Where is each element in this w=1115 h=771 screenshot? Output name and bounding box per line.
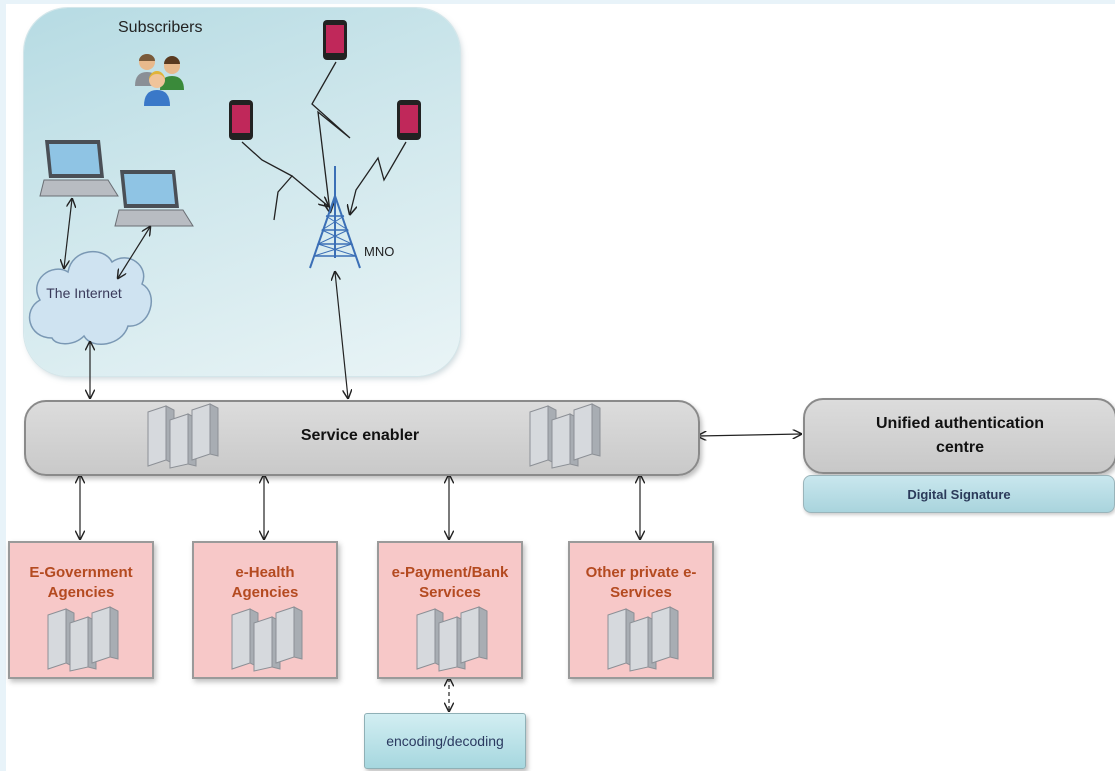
frame-left-edge xyxy=(0,0,6,771)
server-icon xyxy=(147,403,219,469)
frame-top-edge xyxy=(0,0,1115,4)
unified-authentication-centre: Unified authentication centre xyxy=(803,398,1115,474)
server-icon xyxy=(47,606,119,672)
radio-link xyxy=(241,141,294,221)
server-icon xyxy=(231,606,303,672)
agency-label: Other private e-Services xyxy=(585,564,697,601)
digital-signature-label: Digital Signature xyxy=(907,486,1011,502)
agency-label: E-Government Agencies xyxy=(29,564,133,601)
mno-label: MNO xyxy=(364,244,395,259)
radio-link xyxy=(311,61,351,212)
agency-e-payment-bank: e-Payment/Bank Services xyxy=(377,541,523,679)
service-enabler-label: Service enabler xyxy=(300,427,420,444)
agency-other-private: Other private e-Services xyxy=(568,541,714,679)
laptop-icon xyxy=(114,170,194,227)
internet-cloud-label: The Internet xyxy=(46,285,122,301)
agency-e-health: e-Health Agencies xyxy=(192,541,338,679)
laptop-icon xyxy=(39,140,119,197)
subscribers-icon xyxy=(135,54,184,106)
server-icon xyxy=(607,606,679,672)
agency-label: e-Health Agencies xyxy=(231,564,299,601)
mobile-phone-icon xyxy=(397,100,421,140)
unified-authentication-label: Unified authentication centre xyxy=(876,415,1044,456)
radio-link xyxy=(350,141,407,214)
server-icon xyxy=(416,606,488,672)
agency-e-government: E-Government Agencies xyxy=(8,541,154,679)
encoding-decoding-box: encoding/decoding xyxy=(364,713,526,769)
mobile-phone-icon xyxy=(323,20,347,60)
subscribers-label: Subscribers xyxy=(118,19,203,36)
server-icon xyxy=(529,403,601,469)
encoding-decoding-label: encoding/decoding xyxy=(386,733,504,749)
internet-cloud: The Internet xyxy=(22,232,152,352)
digital-signature-box: Digital Signature xyxy=(803,475,1115,513)
mno-tower-icon xyxy=(309,166,361,269)
mobile-phone-icon xyxy=(229,100,253,140)
agency-label: e-Payment/Bank Services xyxy=(391,564,509,601)
radio-link xyxy=(291,175,328,206)
